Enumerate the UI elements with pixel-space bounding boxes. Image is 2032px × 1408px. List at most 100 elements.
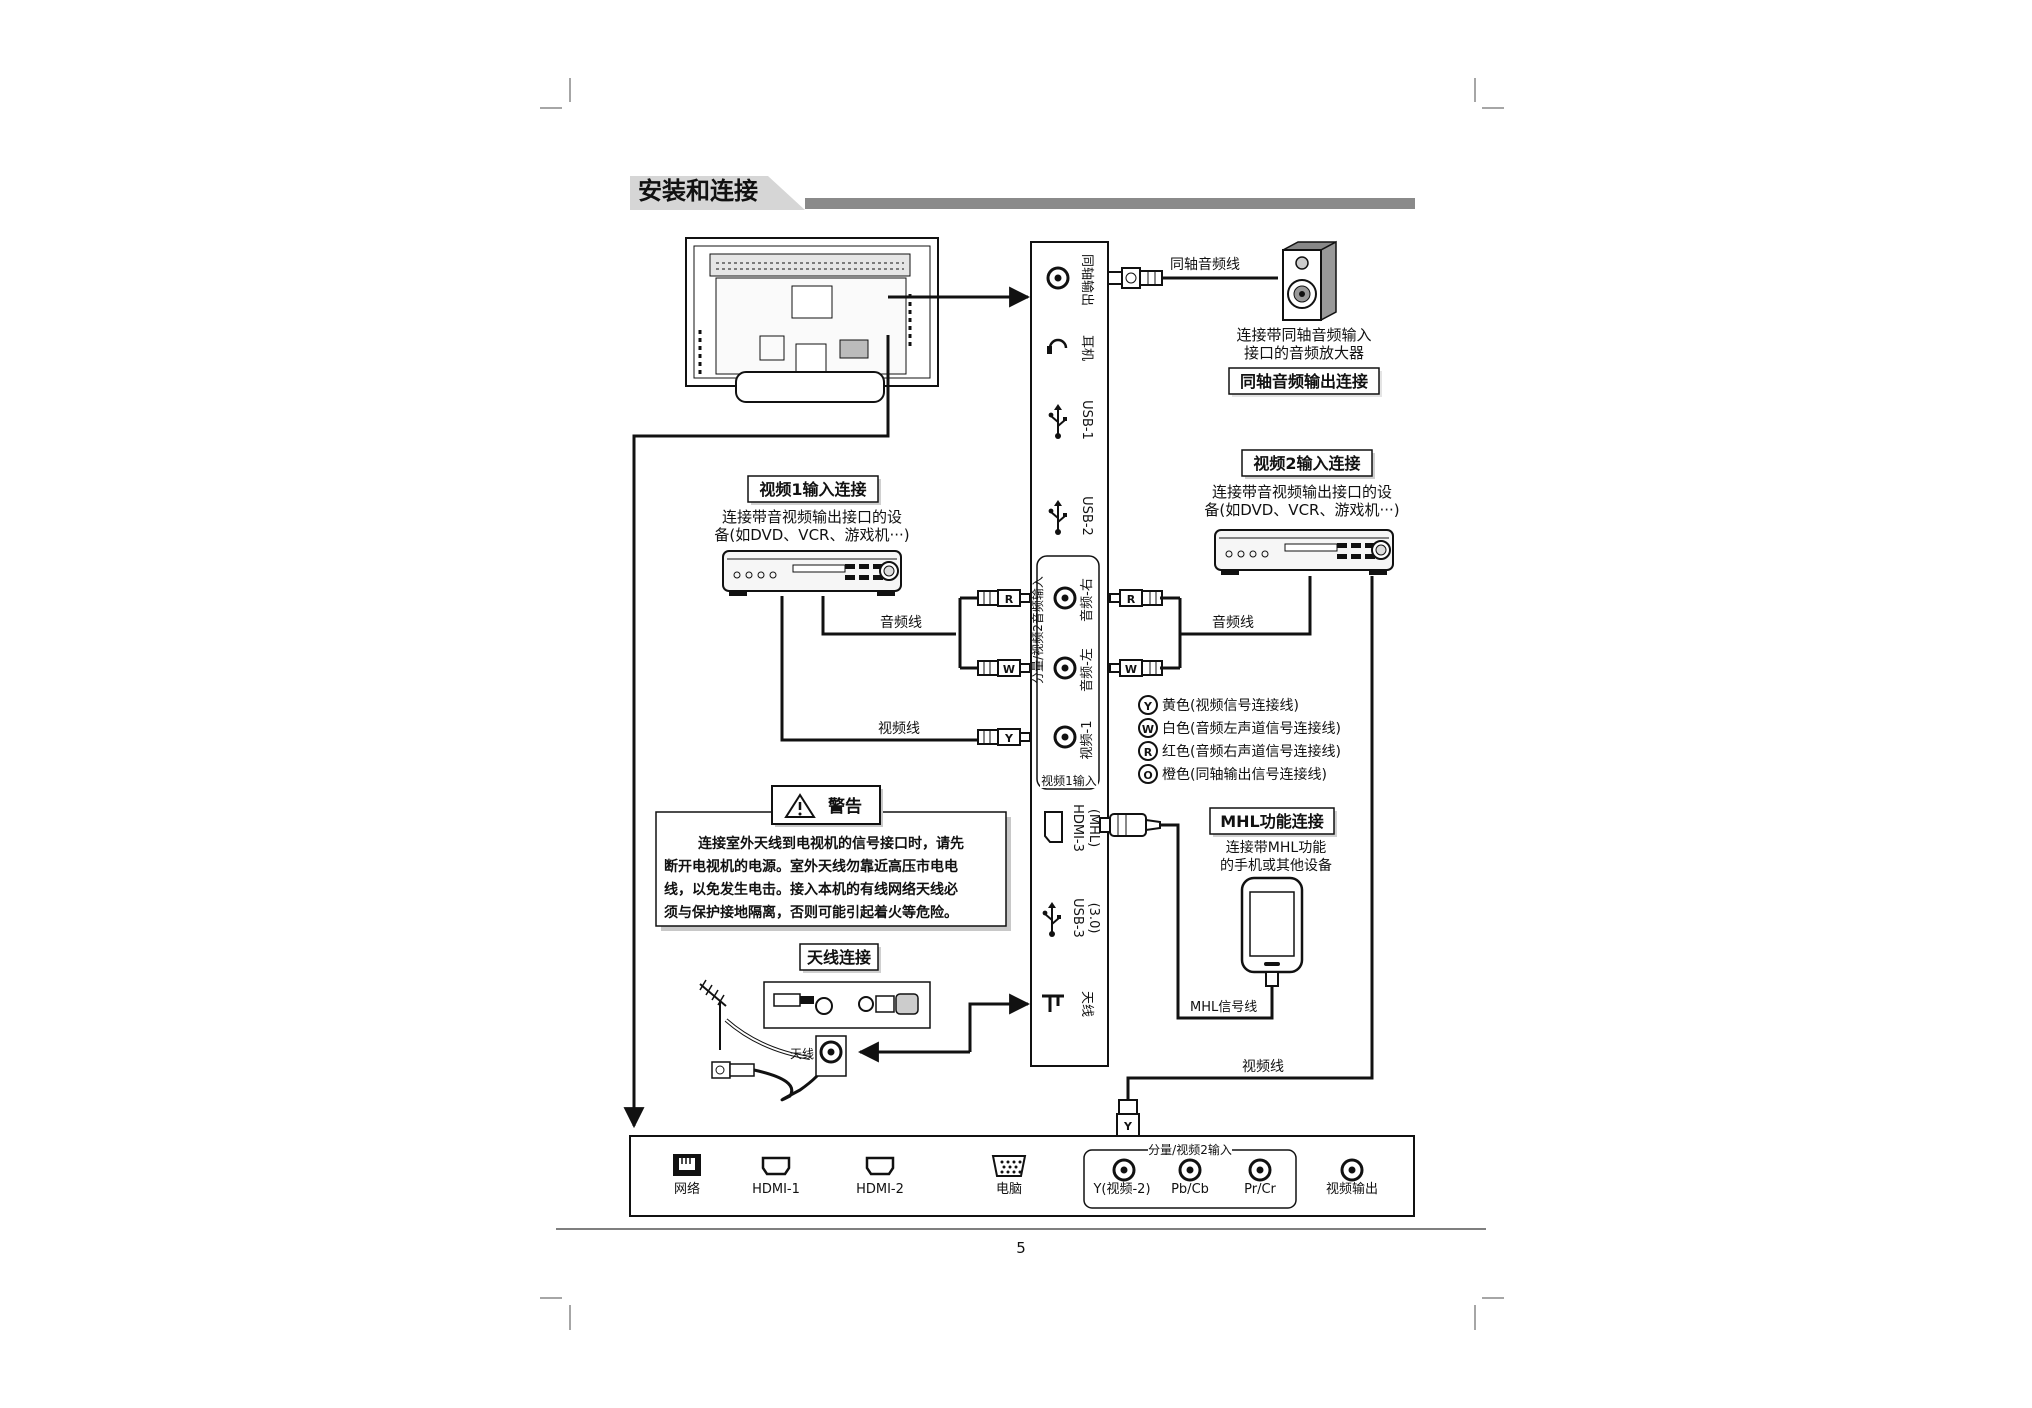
- antenna-section-title: 天线连接: [807, 948, 871, 967]
- hdmi3-label-line1: HDMI-3: [1070, 804, 1085, 852]
- antenna-jack-symbol: [1042, 994, 1064, 1012]
- smartphone-icon: [1240, 876, 1304, 987]
- svg-text:白色(音频左声道信号连接线): 白色(音频左声道信号连接线): [1162, 720, 1341, 737]
- page-number: 5: [1016, 1239, 1026, 1257]
- video-out-label: 视频输出: [1326, 1181, 1378, 1197]
- pb-label: Pb/Cb: [1171, 1182, 1209, 1197]
- crop-marks: [540, 78, 1504, 1330]
- hdmi3-port: [1044, 811, 1063, 843]
- svg-text:W: W: [1125, 663, 1137, 676]
- coax-cable-label: 同轴音频线: [1170, 256, 1240, 273]
- antenna-connector-detail-1: [773, 993, 833, 1015]
- svg-text:R: R: [1144, 746, 1153, 759]
- legend-item-yellow: Y 黄色(视频信号连接线): [1138, 695, 1299, 715]
- hdmi2-label: HDMI-2: [856, 1182, 904, 1197]
- video1-audio-cable-label: 音频线: [880, 614, 922, 631]
- coax-antenna-plug: [711, 1061, 828, 1102]
- antenna-link-arrow-2: [968, 993, 1031, 1052]
- side-panel: [1030, 241, 1109, 1067]
- warning-triangle-icon: [784, 793, 816, 818]
- coax-section-title: 同轴音频输出连接: [1240, 372, 1368, 391]
- video1-video-cable: [780, 596, 980, 742]
- section-header: 安装和连接: [630, 176, 1415, 210]
- dvd-player-1: [722, 550, 902, 597]
- network-label: 网络: [674, 1181, 700, 1197]
- hdmi2-icon: [865, 1156, 895, 1176]
- video2-audio-cable-label: 音频线: [1212, 614, 1254, 631]
- audio-right-label: 音频-右: [1079, 578, 1095, 622]
- y-video2-label: Y(视频-2): [1092, 1182, 1150, 1197]
- speaker-icon: [1282, 240, 1337, 322]
- dvd-player-2: [1214, 529, 1394, 576]
- video1-desc-line2: 备(如DVD、VCR、游戏机···): [714, 526, 909, 544]
- hdmi1-label: HDMI-1: [752, 1182, 800, 1197]
- svg-text:黄色(视频信号连接线): 黄色(视频信号连接线): [1162, 697, 1299, 714]
- usb2-label: USB-2: [1079, 496, 1094, 536]
- video1-section-title: 视频1输入连接: [759, 480, 866, 499]
- section-title: 安装和连接: [638, 177, 758, 205]
- svg-text:R: R: [1005, 593, 1014, 606]
- plug-w-left: W: [977, 659, 1031, 677]
- svg-text:Y: Y: [1143, 700, 1153, 713]
- svg-text:O: O: [1143, 769, 1152, 782]
- svg-text:W: W: [1142, 723, 1154, 736]
- video1-audio-cable: [821, 596, 956, 636]
- audio-group-label: 分量/视频2音频输入: [1030, 576, 1045, 684]
- svg-text:红色(音频右声道信号连接线): 红色(音频右声道信号连接线): [1162, 743, 1341, 760]
- tv-back-illustration: [685, 237, 939, 403]
- video2-video-cable: [1126, 576, 1374, 1100]
- earphone-jack: [1047, 338, 1068, 354]
- warning-box: 警告 连接室外天线到电视机的信号接口时，请先 断开电视机的电源。室外天线勿靠近高…: [655, 785, 1011, 931]
- legend-item-white: W 白色(音频左声道信号连接线): [1138, 718, 1341, 738]
- legend-item-orange: O 橙色(同轴输出信号连接线): [1138, 764, 1327, 784]
- color-legend: Y 黄色(视频信号连接线) W 白色(音频左声道信号连接线) R 红色(音频右声…: [1138, 695, 1341, 784]
- warning-line3: 线，以免发生电击。接入本机的有线网络天线必: [664, 881, 958, 898]
- vga-icon: [991, 1155, 1027, 1177]
- pr-label: Pr/Cr: [1244, 1182, 1276, 1197]
- usb3-label-line1: USB-3: [1070, 898, 1085, 938]
- audio-left-jack: [1053, 656, 1077, 680]
- coax-output-jack: [1046, 266, 1070, 290]
- earphone-label: 耳机: [1079, 335, 1094, 361]
- audio-right-jack: [1053, 586, 1077, 610]
- pc-label: 电脑: [996, 1182, 1022, 1197]
- tv-to-bottom-panel-arrow: [623, 335, 890, 1129]
- plug-r-right: R: [1109, 589, 1163, 607]
- usb3-label-line2: (3.0): [1086, 903, 1101, 934]
- mhl-desc-line1: 连接带MHL功能: [1226, 839, 1326, 856]
- plug-r-left: R: [977, 589, 1031, 607]
- video1-group-label: 视频1输入: [1041, 773, 1097, 788]
- coax-cable: [1107, 267, 1278, 289]
- video2-desc-line2: 备(如DVD、VCR、游戏机···): [1204, 501, 1399, 519]
- mhl-plug: [1099, 813, 1161, 837]
- coax-desc-line2: 接口的音频放大器: [1244, 344, 1364, 362]
- coax-port-label: 同轴输出: [1079, 254, 1095, 306]
- svg-text:Y: Y: [1004, 732, 1014, 745]
- svg-text:Y: Y: [1123, 1120, 1133, 1133]
- video1-video-cable-label: 视频线: [878, 721, 920, 737]
- svg-text:橙色(同轴输出信号连接线): 橙色(同轴输出信号连接线): [1162, 766, 1327, 783]
- video2-audio-cable: [1178, 576, 1312, 636]
- hdmi3-label-line2: (MHL): [1086, 809, 1101, 847]
- antenna-wall-jack: [815, 1035, 847, 1077]
- plug-y-left: Y: [977, 728, 1031, 746]
- pb-jack: [1178, 1158, 1202, 1182]
- video1-label: 视频-1: [1080, 721, 1095, 760]
- antenna-connector-detail-2: [858, 993, 919, 1015]
- video-out-jack: [1340, 1158, 1364, 1182]
- plug-w-right: W: [1109, 659, 1163, 677]
- legend-item-red: R 红色(音频右声道信号连接线): [1138, 741, 1341, 761]
- audio-left-label: 音频-左: [1079, 648, 1095, 692]
- video2-section-title: 视频2输入连接: [1253, 454, 1360, 473]
- warning-line1: 连接室外天线到电视机的信号接口时，请先: [698, 835, 964, 852]
- video1-desc-line1: 连接带音视频输出接口的设: [722, 508, 902, 526]
- video2-video-cable-label: 视频线: [1242, 1059, 1284, 1075]
- component-group-label: 分量/视频2输入: [1148, 1142, 1232, 1157]
- hdmi1-icon: [761, 1156, 791, 1176]
- video2-desc-line1: 连接带音视频输出接口的设: [1212, 483, 1392, 501]
- outdoor-antenna-icon: [699, 979, 811, 1060]
- antenna-jack-label: 天线: [790, 1047, 814, 1061]
- mhl-cable: [1160, 823, 1274, 1020]
